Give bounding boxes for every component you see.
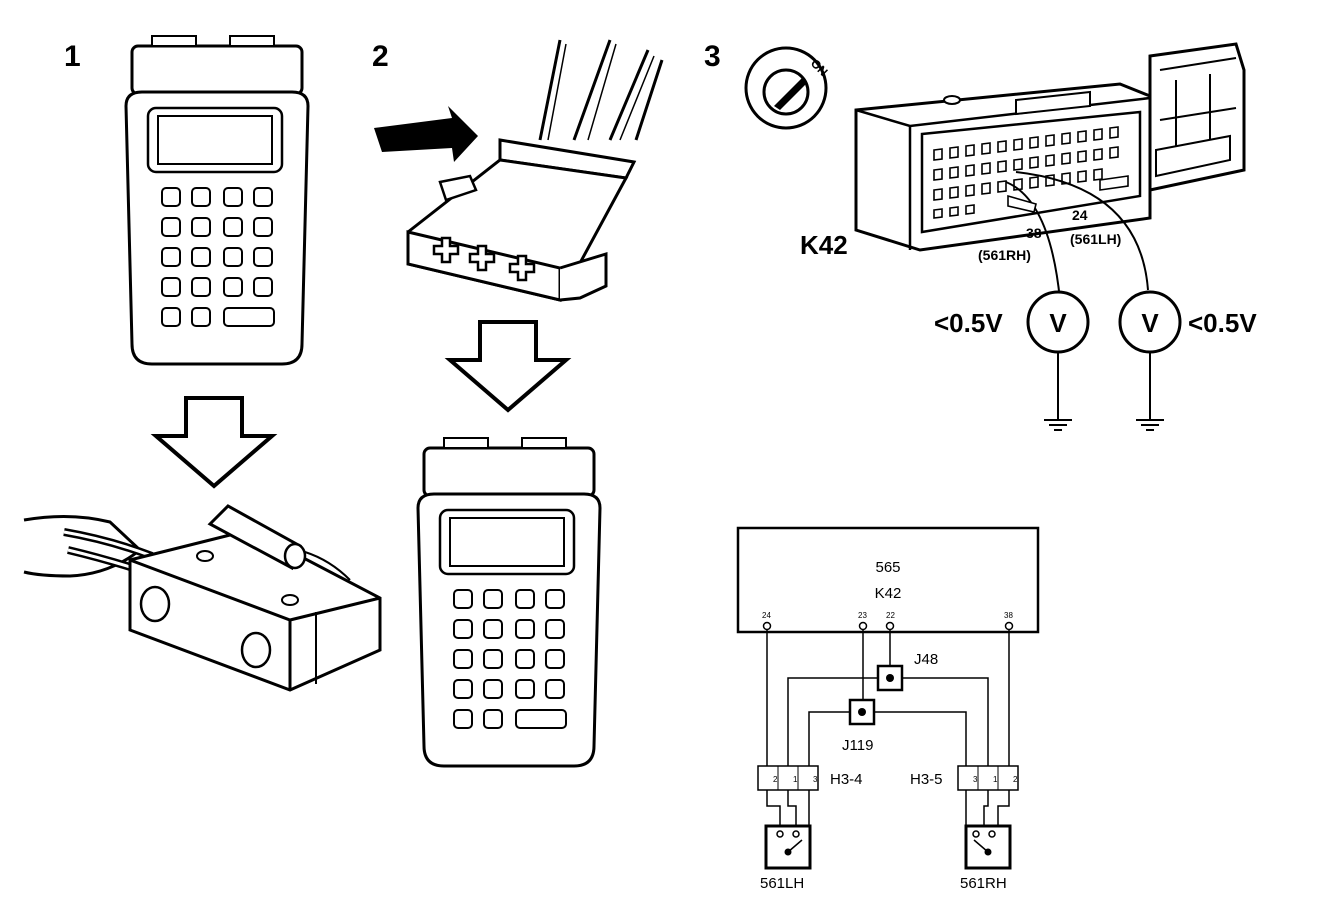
ecu-connector-k42 — [854, 42, 1246, 301]
svg-text:1: 1 — [993, 775, 998, 784]
connector-h3-5 — [957, 765, 1019, 791]
module-name: K42 — [875, 585, 902, 602]
svg-text:3: 3 — [813, 775, 818, 784]
down-arrow-2 — [448, 320, 568, 412]
right-reading: <0.5V — [1188, 308, 1257, 338]
left-reading: <0.5V — [934, 308, 1003, 338]
module-code: 565 — [875, 559, 900, 576]
connector-h3-4-label: H3-4 — [830, 771, 863, 788]
switch-561lh — [764, 824, 812, 870]
probe-left-wire: (561RH) — [978, 247, 1031, 263]
junction-j48-label: J48 — [914, 651, 938, 668]
wiring-schematic: 565 K42 24 23 22 38 J48 — [736, 526, 1040, 892]
step-1-number: 1 — [64, 40, 81, 73]
diagnostic-tester-2 — [416, 436, 602, 768]
pin-label-38: 38 — [1004, 611, 1013, 620]
pin-label-22: 22 — [886, 611, 895, 620]
svg-text:2: 2 — [1013, 775, 1018, 784]
svg-text:V: V — [1049, 308, 1067, 338]
svg-text:V: V — [1141, 308, 1159, 338]
switch-561rh-label: 561RH — [960, 875, 1007, 892]
insert-arrow-icon — [374, 106, 478, 162]
junction-j48 — [876, 664, 904, 692]
voltmeter-right-icon: V — [1118, 290, 1182, 380]
ignition-switch-icon: ON — [744, 46, 831, 130]
probe-left-pin: 38 — [1026, 225, 1042, 241]
pin-label-24: 24 — [762, 611, 771, 620]
module-565-box — [736, 526, 1040, 634]
ground-left-icon — [1043, 379, 1073, 431]
switch-561lh-label: 561LH — [760, 875, 804, 892]
svg-text:3: 3 — [973, 775, 978, 784]
pin-label-23: 23 — [858, 611, 867, 620]
connector-h3-4 — [757, 765, 819, 791]
test-plug — [406, 39, 664, 302]
step-3-number: 3 — [704, 40, 721, 73]
svg-text:1: 1 — [793, 775, 798, 784]
svg-text:2: 2 — [773, 775, 778, 784]
voltmeter-left-icon: V — [1026, 290, 1090, 380]
diagnostic-tester-1 — [124, 34, 310, 366]
down-arrow-1 — [154, 396, 274, 488]
probe-right-pin: 24 — [1072, 207, 1088, 223]
switch-561rh — [964, 824, 1012, 870]
step-2-number: 2 — [372, 40, 389, 73]
probe-right-wire: (561LH) — [1070, 231, 1121, 247]
connector-k42-label: K42 — [800, 230, 848, 260]
junction-j119-label: J119 — [842, 737, 873, 754]
sensor-connector — [23, 504, 382, 692]
ground-right-icon — [1135, 379, 1165, 431]
connector-h3-5-label: H3-5 — [910, 771, 943, 788]
